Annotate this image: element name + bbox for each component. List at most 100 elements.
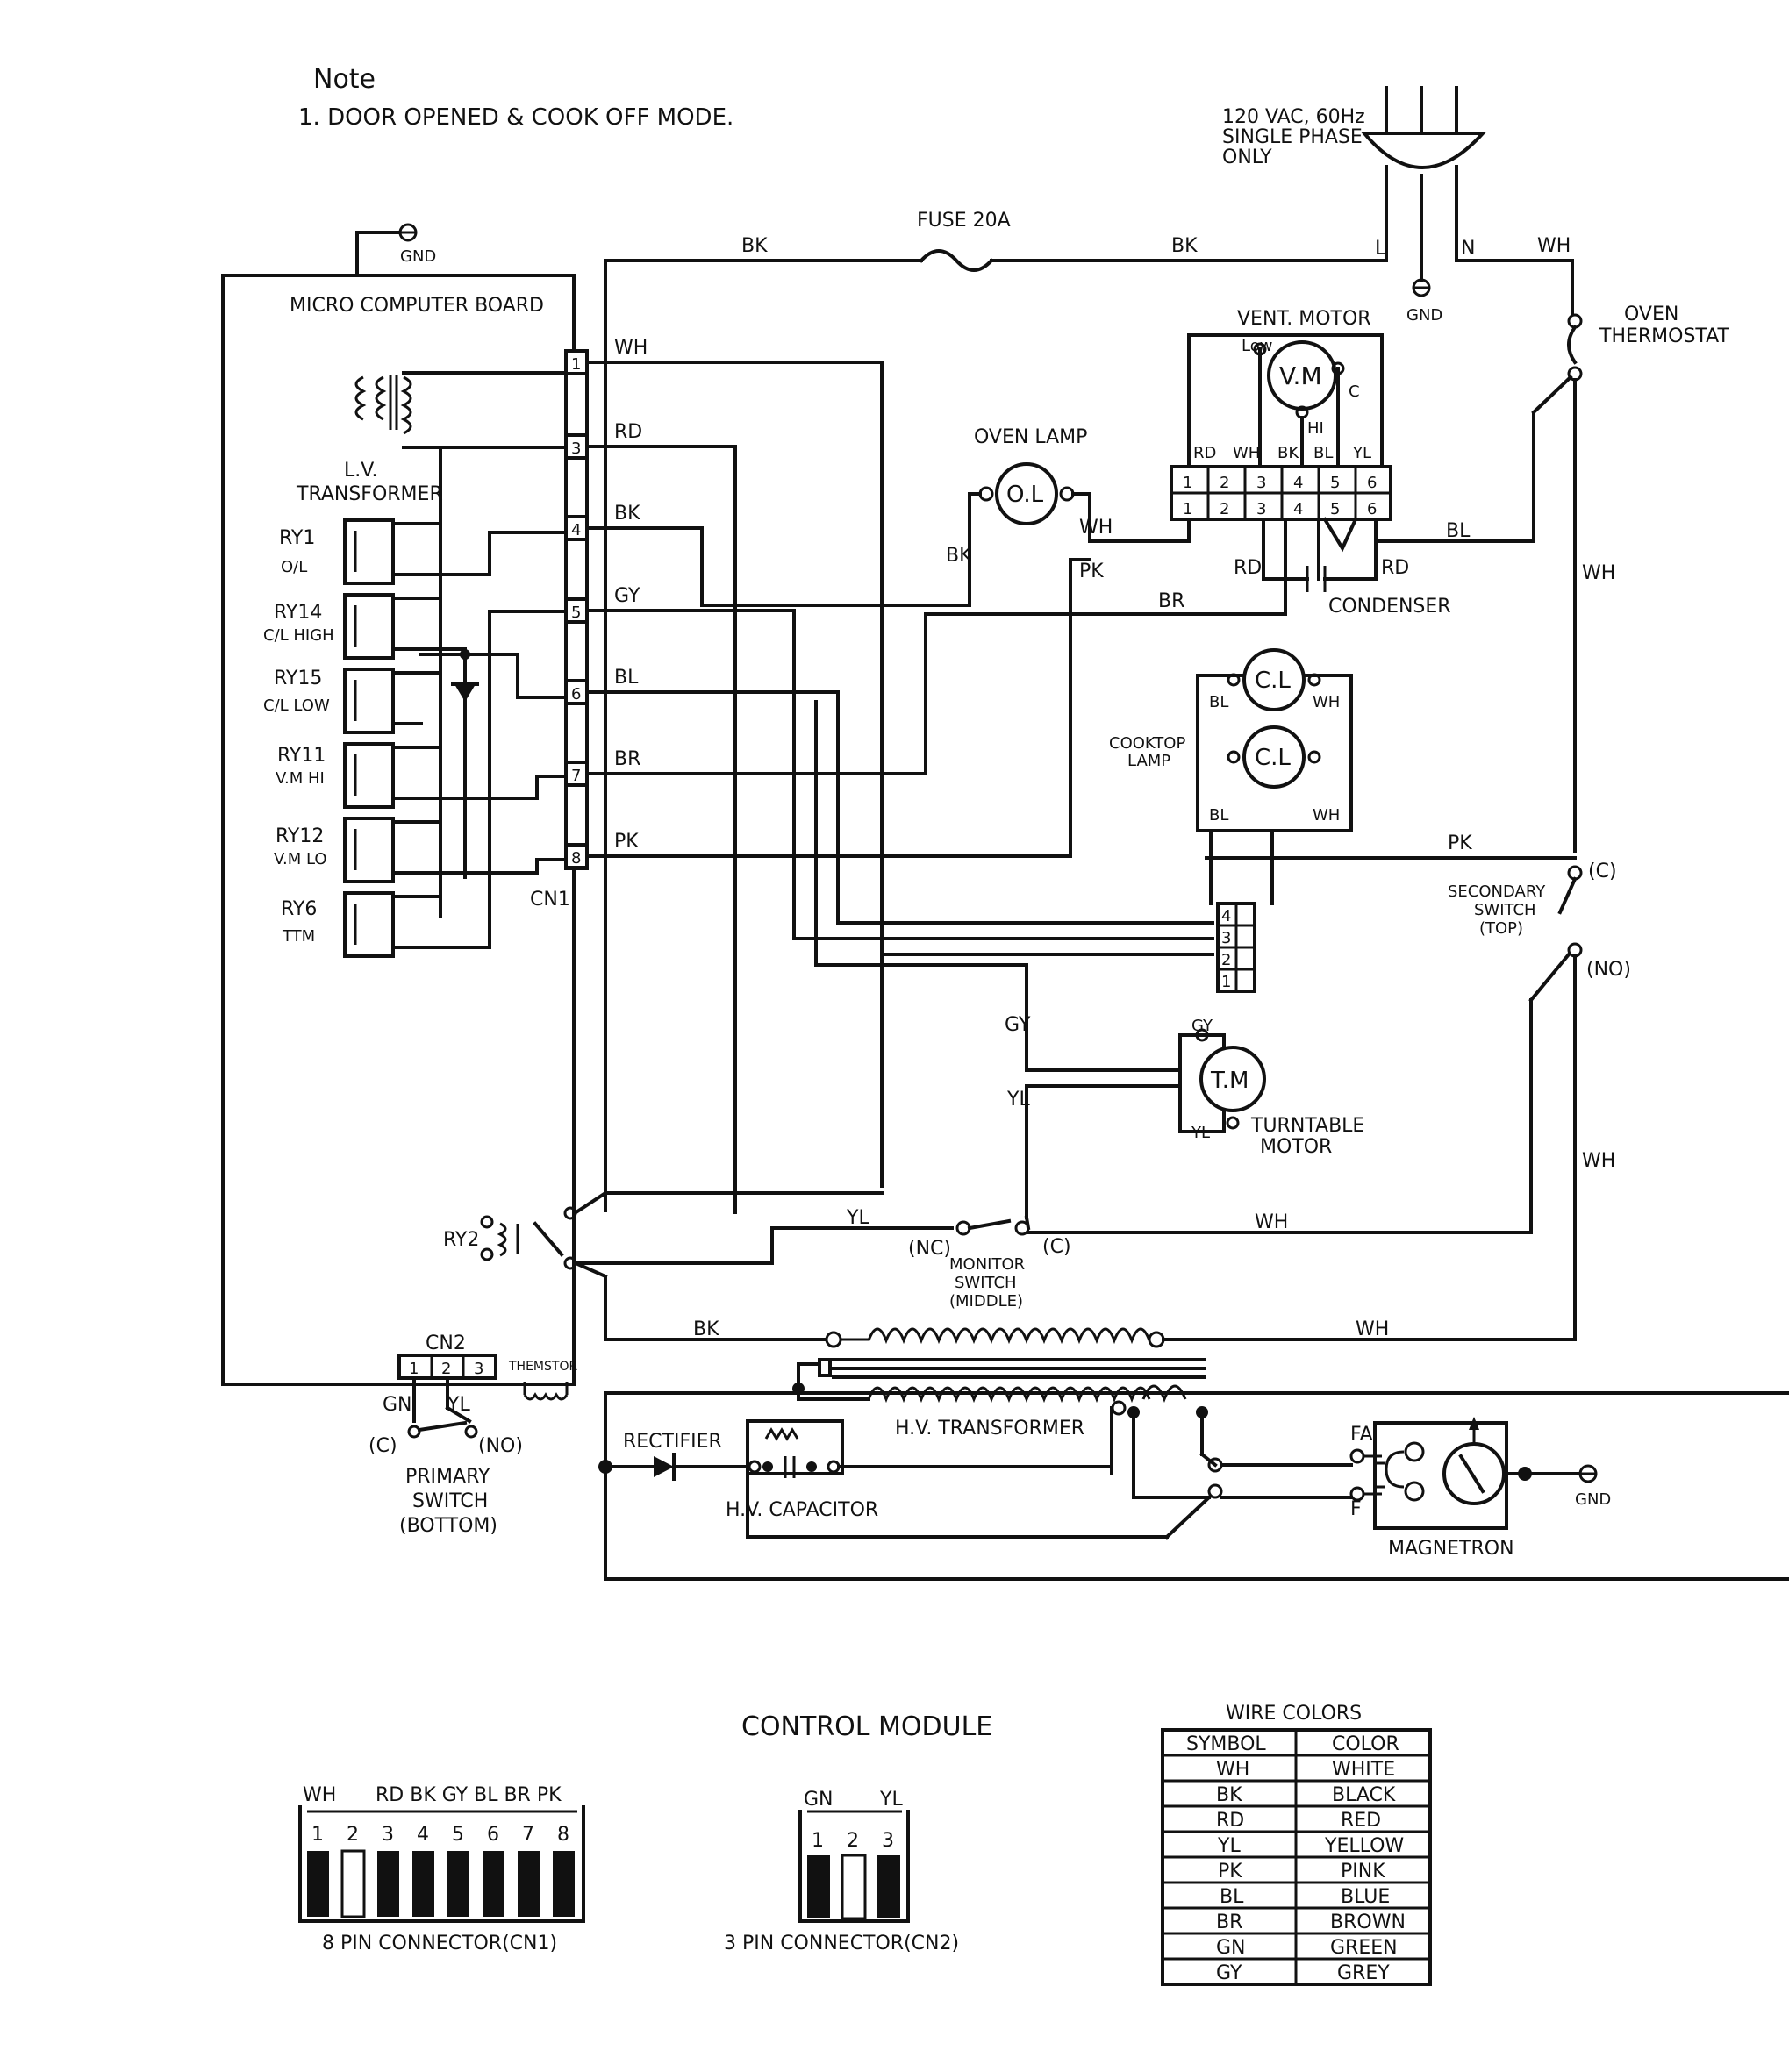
wire-label-bl-vent: BL: [1446, 520, 1471, 542]
vent-low-label: Low: [1242, 337, 1272, 355]
cn1-label: CN1: [530, 889, 570, 911]
secondary-switch-no: (NO): [1586, 959, 1631, 981]
cooktop-bl-top: BL: [1209, 693, 1228, 711]
vent-conn-top-1: 1: [1183, 474, 1192, 492]
cn1-pin-7: 7: [571, 767, 581, 785]
wire-label-bk-lamp: BK: [946, 545, 972, 567]
cn2-pin-connector: [798, 1810, 910, 1923]
cn1-connector-label: 8 PIN CONNECTOR(CN1): [322, 1933, 557, 1954]
wire-colors-row-symbol: GY: [1216, 1962, 1242, 1984]
relay-ry12: RY12: [276, 825, 324, 847]
lamp-conn-3: 3: [1221, 929, 1231, 947]
relay-ry11-sub: V.M HI: [276, 769, 325, 788]
vent-wire-bl: BL: [1313, 444, 1333, 462]
wire-colors-row-color: GREY: [1337, 1962, 1390, 1984]
cooktop-lamp-2-symbol: C.L: [1255, 745, 1291, 771]
wire-label-wh-bot: WH: [1356, 1318, 1389, 1340]
vent-wire-bk: BK: [1277, 444, 1299, 462]
oven-thermostat-label1: OVEN: [1624, 304, 1678, 325]
secondary-switch-label1: SECONDARY: [1448, 882, 1546, 901]
thermistor-label: THEMSTOR: [508, 1360, 577, 1374]
pin-wire-pk: PK: [614, 831, 639, 853]
magnetron-gnd-label: GND: [1575, 1490, 1611, 1509]
cooktop-lamp-1: [1242, 648, 1306, 711]
primary-switch-label1: PRIMARY: [405, 1466, 490, 1488]
cn2-wire-right: YL: [879, 1789, 903, 1811]
secondary-switch-label3: (TOP): [1479, 919, 1523, 938]
cn2-pin-3: 3: [474, 1360, 483, 1378]
vent-conn-bot-2: 2: [1220, 500, 1229, 518]
lv-transformer-label2: TRANSFORMER: [296, 483, 443, 505]
wire-label-rd-cond2: RD: [1381, 557, 1409, 579]
tm-yl-label: YL: [1191, 1124, 1210, 1142]
cn2-wire-left: GN: [804, 1789, 834, 1811]
lv-transformer: [354, 371, 572, 449]
vent-c-label: C: [1349, 382, 1360, 401]
cooktop-lamp-label1: COOKTOP: [1109, 734, 1185, 753]
vent-conn-top-2: 2: [1220, 474, 1229, 492]
vent-wire-yl: YL: [1352, 444, 1371, 462]
cn1-module-pin-5: 5: [452, 1824, 464, 1846]
vent-conn-top-5: 5: [1330, 474, 1340, 492]
monitor-switch: [955, 1218, 1030, 1236]
rectifier-icon: [654, 1453, 676, 1481]
hv-capacitor-label: H.V. CAPACITOR: [726, 1499, 878, 1521]
pin-wire-bl: BL: [614, 667, 639, 689]
ry2-label: RY2: [443, 1229, 479, 1251]
wire-colors-row-symbol: GN: [1216, 1937, 1246, 1959]
wire-colors-row-symbol: YL: [1217, 1835, 1241, 1857]
monitor-c: (C): [1042, 1236, 1071, 1258]
control-module-title: CONTROL MODULE: [741, 1711, 992, 1742]
relay-ry14: RY14: [274, 602, 322, 624]
cn2-pin-2: 2: [441, 1360, 451, 1378]
secondary-switch-c: (C): [1588, 861, 1617, 882]
wire-label-yl-mon: YL: [846, 1207, 869, 1229]
vent-wire-rd: RD: [1193, 444, 1216, 462]
relay-ry11: RY11: [277, 745, 326, 767]
ground-icon: [1412, 278, 1431, 297]
vent-conn-top-6: 6: [1367, 474, 1377, 492]
wire-label-gy-tm: GY: [1005, 1014, 1031, 1036]
relay-ry1: RY1: [279, 527, 315, 549]
pin-wire-wh: WH: [614, 337, 648, 359]
monitor-switch-label1: MONITOR: [949, 1255, 1025, 1274]
ground-icon: [398, 223, 418, 242]
wire-colors-row-color: GREEN: [1330, 1937, 1398, 1959]
wire-colors-row-color: BLUE: [1341, 1886, 1390, 1908]
relay-ry6-sub: TTM: [282, 927, 315, 946]
fuse-label: FUSE 20A: [917, 210, 1011, 232]
cn2-pin-1: 1: [409, 1360, 419, 1378]
wire-label-bk-top1: BK: [741, 235, 768, 257]
monitor-switch-label2: SWITCH: [955, 1274, 1017, 1292]
primary-yl-label: YL: [447, 1394, 470, 1416]
wire-label-bk-top2: BK: [1171, 235, 1198, 257]
wire-colors-row-symbol: BL: [1220, 1886, 1244, 1908]
cooktop-lamp-label2: LAMP: [1127, 752, 1170, 770]
primary-switch-label3: (BOTTOM): [399, 1515, 497, 1537]
wire-label-wh-right1: WH: [1582, 562, 1615, 584]
turntable-motor-label2: MOTOR: [1260, 1136, 1332, 1158]
primary-gn-label: GN: [383, 1394, 412, 1416]
relay-ry6: RY6: [281, 898, 317, 920]
diode-icon: [451, 682, 479, 702]
wire-colors-row-color: RED: [1341, 1810, 1381, 1832]
secondary-switch: [1557, 865, 1583, 958]
vent-conn-bot-1: 1: [1183, 500, 1192, 518]
hv-transformer: [832, 1327, 1206, 1404]
relay-ry14-sub: C/L HIGH: [263, 626, 334, 645]
relay-ry15-sub: C/L LOW: [263, 697, 330, 715]
relay-ry15: RY15: [274, 668, 322, 689]
wire-colors-row-symbol: PK: [1218, 1861, 1242, 1883]
condenser-label: CONDENSER: [1328, 596, 1451, 618]
power-supply-line1: 120 VAC, 60Hz: [1222, 106, 1365, 128]
primary-no: (NO): [478, 1435, 523, 1457]
wire-colors-title: WIRE COLORS: [1226, 1703, 1362, 1725]
power-supply-line2: SINGLE PHASE: [1222, 126, 1363, 148]
cn2-label: CN2: [426, 1333, 466, 1354]
magnetron-f: F: [1350, 1498, 1362, 1520]
relay-ry1-sub: O/L: [281, 558, 307, 576]
vent-wire-wh: WH: [1233, 444, 1260, 462]
lamp-connector: [1216, 902, 1256, 993]
wire-label-bk-bot: BK: [693, 1318, 719, 1340]
lamp-conn-4: 4: [1221, 907, 1231, 925]
